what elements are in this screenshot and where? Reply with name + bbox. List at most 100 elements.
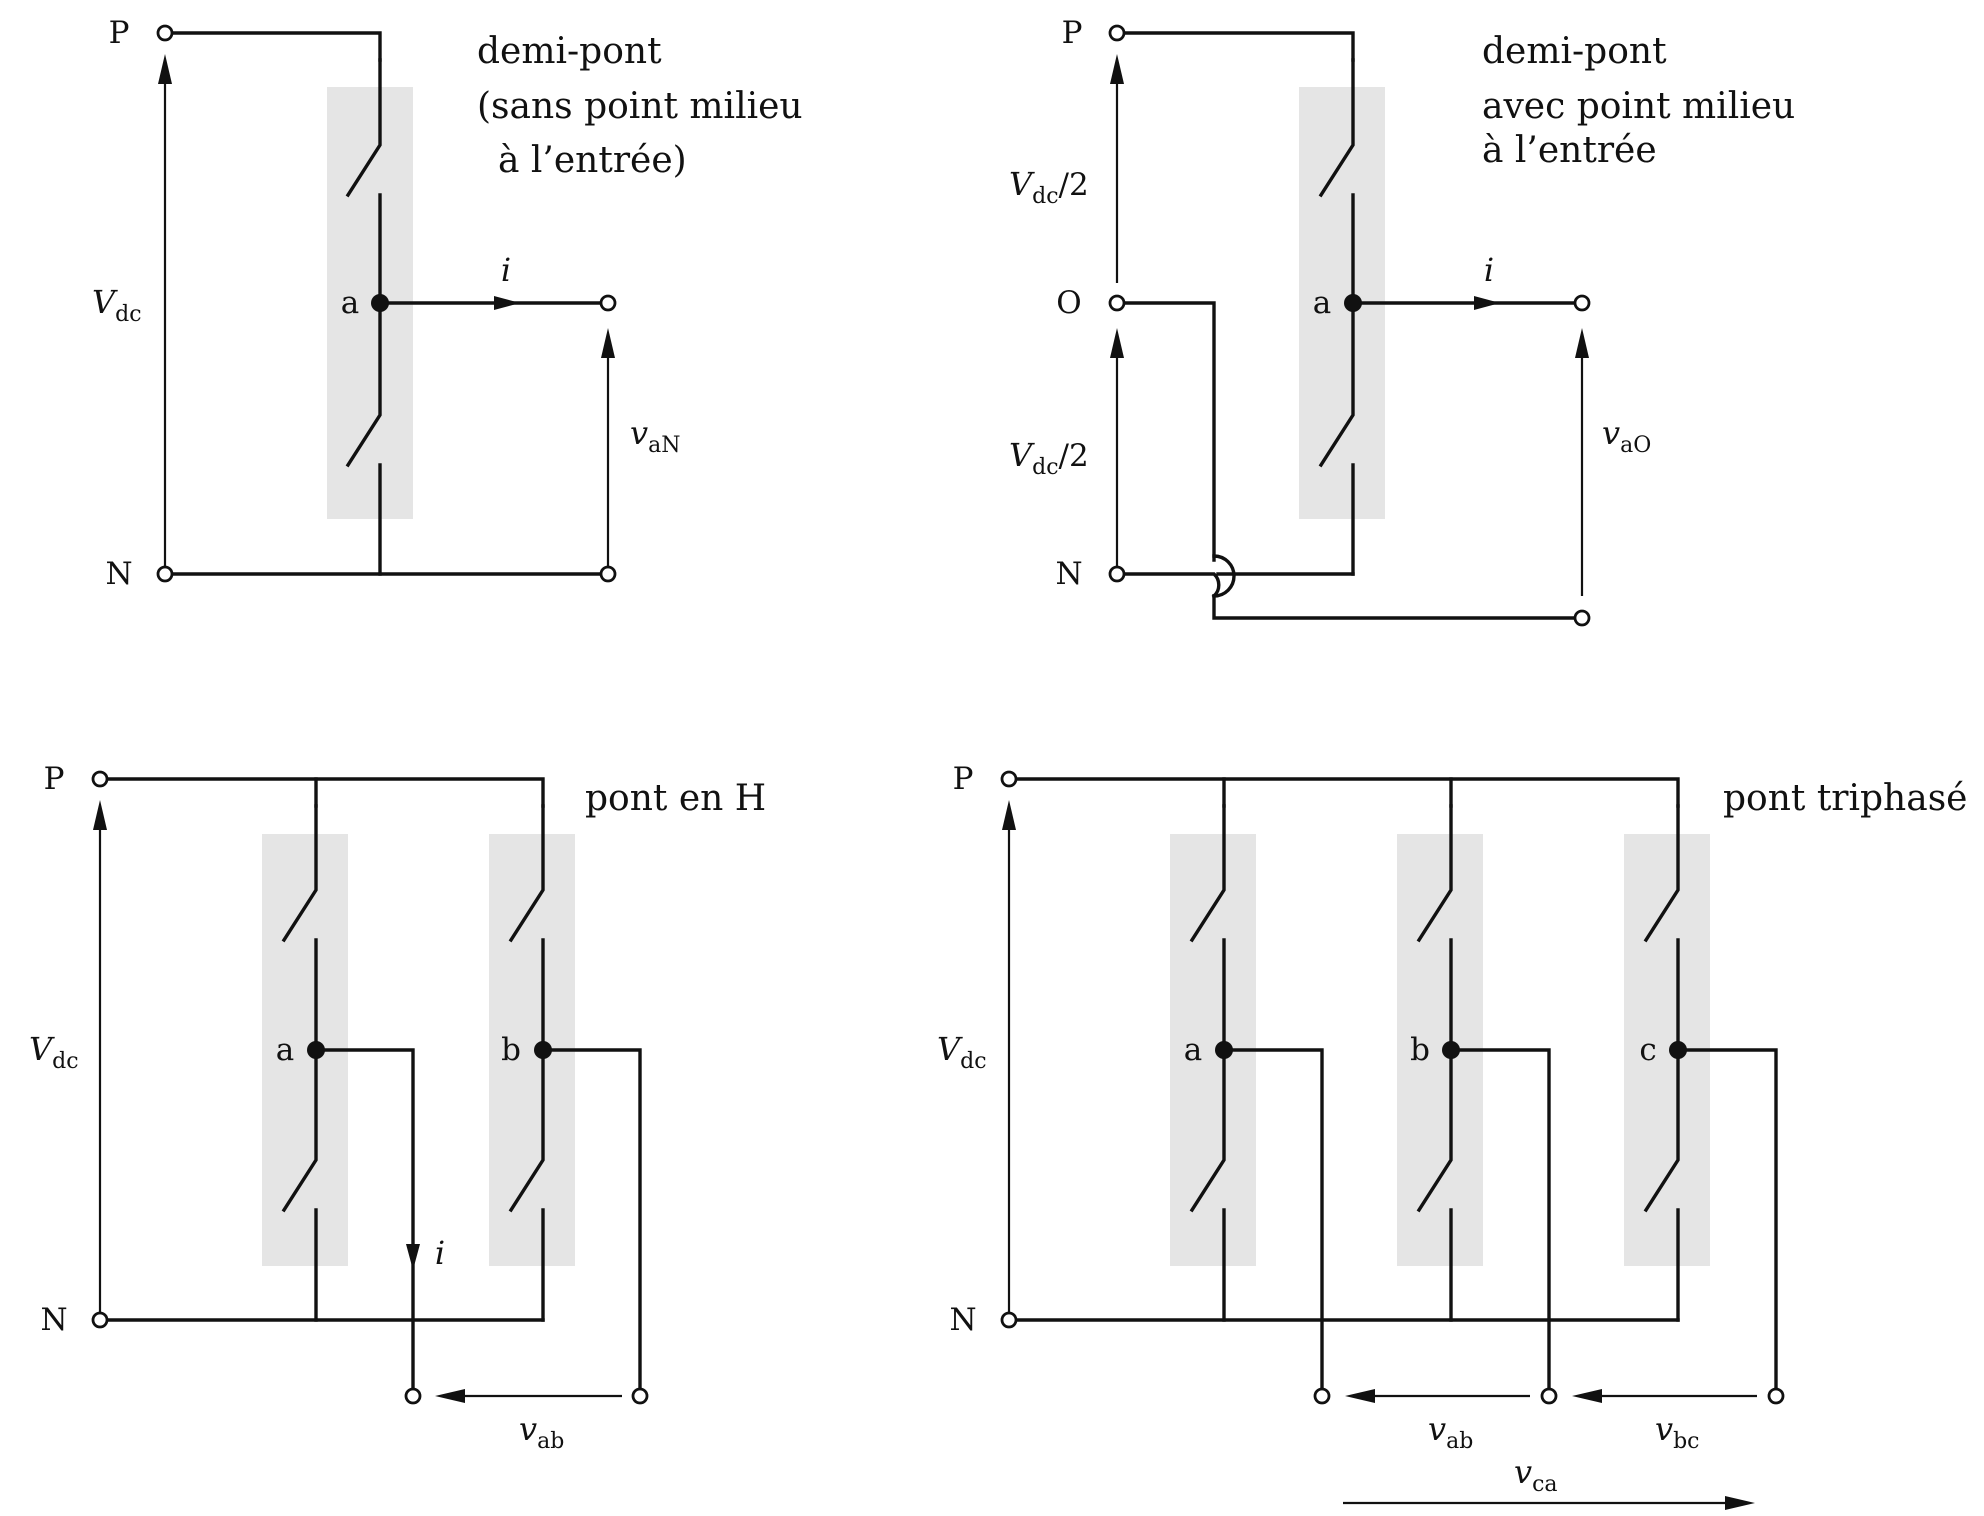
current-arrow <box>1474 296 1500 310</box>
terminal-n <box>156 565 174 583</box>
title-line-1: demi-pont <box>1482 31 1667 72</box>
wire-out-a <box>314 1048 415 1397</box>
vdc-half-bottom-arrowhead <box>1110 328 1124 358</box>
label-vdc: Vdc <box>29 1030 79 1074</box>
terminal-o <box>1108 294 1126 312</box>
switch-leg-c <box>1643 804 1680 1322</box>
vdc-arrowhead <box>93 800 107 830</box>
label-node-a: a <box>1313 285 1331 321</box>
label-node-b: b <box>1410 1032 1430 1068</box>
label-n: N <box>949 1302 976 1338</box>
terminal-out-a <box>1313 1387 1331 1405</box>
node-a-dot <box>1344 294 1362 312</box>
node-b-dot <box>534 1041 552 1059</box>
wire-p <box>98 777 545 808</box>
terminal-out-b <box>631 1387 649 1405</box>
title-line-3: à l’entrée <box>1482 130 1657 171</box>
upper-switch-a <box>1318 58 1355 576</box>
panel-three-phase: P N a b c Vdc vab vbc vca pont triphasé <box>937 761 1967 1510</box>
terminal-n <box>91 1311 109 1329</box>
label-p: P <box>109 15 130 51</box>
switch-leg-b <box>1416 804 1453 1322</box>
terminal-out-a <box>404 1387 422 1405</box>
wire-p <box>1007 777 1680 808</box>
crossover-hop <box>1212 554 1236 598</box>
label-v-ab: vab <box>519 1410 564 1454</box>
vca-arrowhead <box>1725 1496 1755 1510</box>
panel-half-bridge-midpoint: P O N a i Vdc/2 Vdc/2 vaO demi-pont avec… <box>1009 15 1795 627</box>
wire-out-b <box>541 1048 642 1397</box>
label-n: N <box>1055 556 1082 592</box>
node-c-dot <box>1669 1041 1687 1059</box>
terminal-out-a <box>1573 294 1591 312</box>
label-node-a: a <box>1184 1032 1202 1068</box>
title-line-2: (sans point milieu <box>477 86 803 127</box>
label-v-an: vaN <box>630 414 680 458</box>
node-a-dot <box>371 294 389 312</box>
label-node-b: b <box>501 1032 521 1068</box>
label-vdc: Vdc <box>937 1030 987 1074</box>
terminal-p <box>1108 24 1126 42</box>
label-current: i <box>501 251 511 289</box>
label-vdc: Vdc <box>92 283 142 327</box>
vbc-arrowhead <box>1572 1389 1602 1403</box>
title: pont triphasé <box>1723 778 1967 819</box>
label-v-ab: vab <box>1428 1410 1473 1454</box>
label-vdc-half-bottom: Vdc/2 <box>1009 436 1089 480</box>
terminal-out-c <box>1767 1387 1785 1405</box>
title-line-1: demi-pont <box>477 31 662 72</box>
terminal-out-n <box>599 565 617 583</box>
label-n: N <box>40 1302 67 1338</box>
label-v-ao: vaO <box>1602 414 1651 458</box>
label-p: P <box>1062 15 1083 51</box>
wire-p <box>163 31 382 62</box>
label-n: N <box>105 556 132 592</box>
terminal-n <box>1108 565 1126 583</box>
vdc-half-top-arrowhead <box>1110 54 1124 84</box>
vout-arrowhead <box>1575 328 1589 358</box>
current-arrow <box>494 296 520 310</box>
label-node-a: a <box>341 285 359 321</box>
wire-out-a <box>1222 1048 1324 1391</box>
wire-out-c <box>1676 1048 1778 1391</box>
vout-arrowhead <box>601 328 615 358</box>
label-p: P <box>953 761 974 797</box>
terminal-p <box>156 24 174 42</box>
upper-switch-a <box>345 58 382 576</box>
switch-leg-a <box>281 804 318 1322</box>
label-o: O <box>1056 285 1081 321</box>
title: pont en H <box>585 778 766 819</box>
wire-o-down <box>1115 301 1216 562</box>
terminal-p <box>1000 770 1018 788</box>
vdc-arrowhead <box>158 54 172 84</box>
switch-leg-a <box>1189 804 1226 1322</box>
node-a-dot <box>1215 1041 1233 1059</box>
terminal-out-o <box>1573 609 1591 627</box>
wire-out-b <box>1449 1048 1551 1391</box>
terminal-p <box>91 770 109 788</box>
label-p: P <box>44 761 65 797</box>
terminal-out-b <box>1540 1387 1558 1405</box>
label-v-ca: vca <box>1514 1453 1558 1497</box>
switch-leg-b <box>508 804 545 1322</box>
label-v-bc: vbc <box>1655 1410 1699 1454</box>
wire-o-return <box>1212 594 1584 620</box>
label-node-c: c <box>1639 1032 1656 1068</box>
title-line-2: avec point milieu <box>1482 86 1795 127</box>
vab-arrowhead <box>435 1389 465 1403</box>
label-node-a: a <box>276 1032 294 1068</box>
label-vdc-half-top: Vdc/2 <box>1009 165 1089 209</box>
title-line-3: à l’entrée) <box>498 140 687 181</box>
vab-arrowhead <box>1345 1389 1375 1403</box>
panel-h-bridge: P N a b i Vdc vab pont en H <box>29 761 766 1454</box>
current-arrow <box>406 1244 420 1270</box>
wire-p <box>1115 31 1355 62</box>
panel-half-bridge: P N a i Vdc vaN demi-pont (sans point mi… <box>92 15 803 592</box>
label-current: i <box>1484 251 1494 289</box>
node-a-dot <box>307 1041 325 1059</box>
label-current: i <box>435 1234 445 1272</box>
vdc-arrowhead <box>1002 800 1016 830</box>
wire-n-left <box>1115 572 1221 599</box>
terminal-n <box>1000 1311 1018 1329</box>
